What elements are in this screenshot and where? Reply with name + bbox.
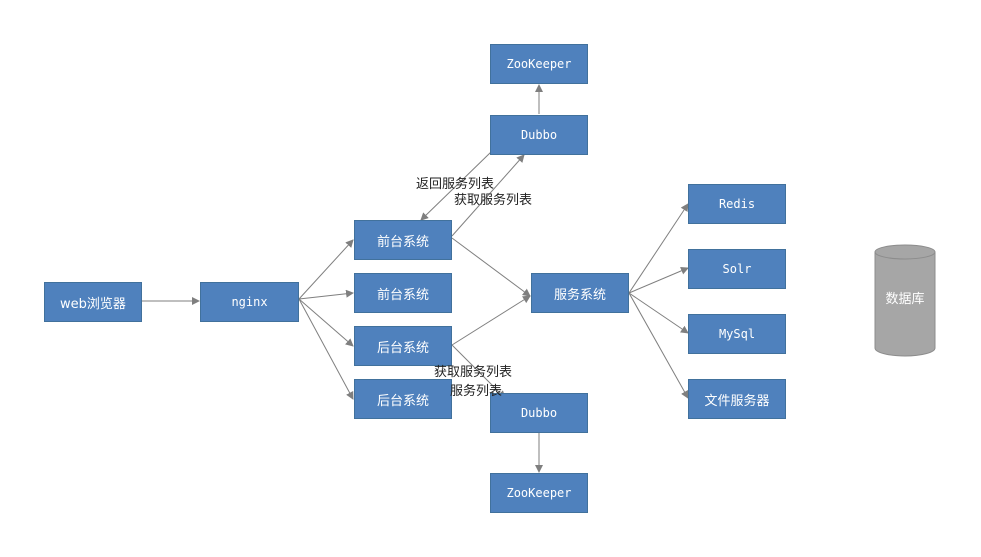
solr-node: Solr <box>688 249 786 289</box>
arrow-service-mysql <box>628 292 689 334</box>
redis-node: Redis <box>688 184 786 224</box>
arrow-nginx-front1 <box>298 239 354 300</box>
label-get-service-list-top: 获取服务列表 <box>454 193 533 208</box>
zookeeper-node-bottom: ZooKeeper <box>490 473 588 513</box>
service-system-node: 服务系统 <box>531 273 629 313</box>
arrow-front-get-dubbo <box>451 154 525 237</box>
arrow-service-redis <box>628 203 689 294</box>
label-return-service-list-top: 返回服务列表 <box>416 177 495 192</box>
back-system-node-2: 后台系统 <box>354 379 452 419</box>
file-server-node: 文件服务器 <box>688 379 786 419</box>
database-label: 数据库 <box>885 292 925 307</box>
browser-node: web浏览器 <box>44 282 142 322</box>
dubbo-node-top: Dubbo <box>490 115 588 155</box>
arrow-front1-service <box>451 237 531 297</box>
arrow-nginx-back2 <box>298 298 354 400</box>
label-service-list-bottom: 服务列表 <box>450 384 503 399</box>
back-system-node-1: 后台系统 <box>354 326 452 366</box>
arrow-nginx-front2 <box>298 289 354 300</box>
arrow-back-get-dubbo <box>451 344 506 399</box>
zookeeper-node-top: ZooKeeper <box>490 44 588 84</box>
nginx-node: nginx <box>200 282 299 322</box>
database-cylinder-icon <box>874 244 936 357</box>
label-get-service-list-bottom: 获取服务列表 <box>434 365 513 380</box>
front-system-node-1: 前台系统 <box>354 220 452 260</box>
mysql-node: MySql <box>688 314 786 354</box>
dubbo-node-bottom: Dubbo <box>490 393 588 433</box>
front-system-node-2: 前台系统 <box>354 273 452 313</box>
arrow-nginx-back1 <box>298 298 354 347</box>
arrow-service-file-server <box>628 292 689 399</box>
arrow-back1-service <box>451 295 531 346</box>
arrow-service-solr <box>628 267 689 294</box>
arrow-dubbo-return-front <box>420 151 492 221</box>
